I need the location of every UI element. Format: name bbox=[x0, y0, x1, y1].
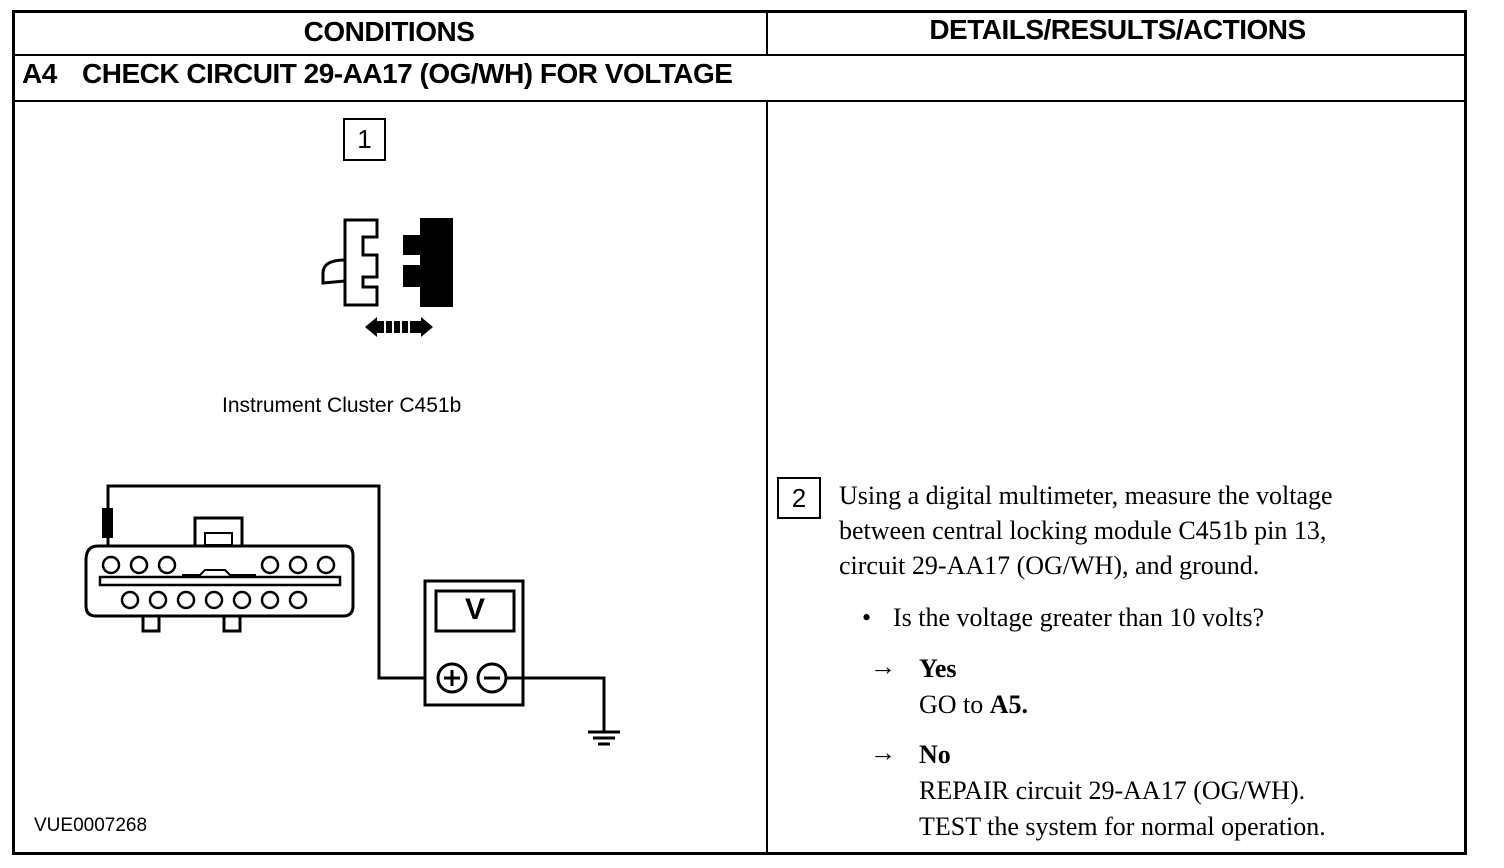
test-code: A4 bbox=[22, 58, 57, 89]
test-title: A4 CHECK CIRCUIT 29-AA17 (OG/WH) FOR VOLT… bbox=[22, 58, 733, 90]
question-text: Is the voltage greater than 10 volts? bbox=[893, 603, 1265, 632]
test-title-text: CHECK CIRCUIT 29-AA17 (OG/WH) FOR VOLTAG… bbox=[82, 58, 733, 89]
meter-display-label: V bbox=[464, 593, 485, 626]
no-label: No bbox=[919, 740, 951, 769]
yes-target-link: A5. bbox=[989, 690, 1029, 719]
image-code: VUE0007268 bbox=[34, 815, 148, 836]
instruction-line-2: between central locking module C451b pin… bbox=[839, 516, 1327, 545]
no-action-test: TEST the system for normal operation. bbox=[919, 812, 1326, 841]
procedure-table bbox=[12, 10, 1467, 855]
details-header: DETAILS/RESULTS/ACTIONS bbox=[929, 14, 1306, 45]
header-divider bbox=[12, 54, 1467, 56]
connector-caption: Instrument Cluster C451b bbox=[222, 394, 462, 417]
bullet-dot: • bbox=[862, 603, 872, 632]
no-action-repair: REPAIR circuit 29-AA17 (OG/WH). bbox=[919, 776, 1306, 805]
conditions-header: CONDITIONS bbox=[303, 16, 475, 47]
column-divider-top bbox=[766, 10, 768, 56]
step-2-box: 2 bbox=[777, 477, 821, 519]
instruction-line-1: Using a digital multimeter, measure the … bbox=[839, 481, 1333, 510]
column-divider-body bbox=[766, 100, 768, 855]
connector-disconnect-icon bbox=[321, 218, 453, 337]
title-divider bbox=[12, 100, 1467, 102]
yes-label: Yes bbox=[919, 654, 957, 683]
step-1-box: 1 bbox=[343, 118, 386, 161]
yes-action: GO to A5. bbox=[919, 690, 1029, 719]
multimeter-test-diagram bbox=[84, 484, 620, 746]
no-arrow-icon: → bbox=[870, 738, 896, 767]
instruction-line-3: circuit 29-AA17 (OG/WH), and ground. bbox=[839, 551, 1260, 580]
yes-arrow-icon: → bbox=[870, 652, 896, 681]
